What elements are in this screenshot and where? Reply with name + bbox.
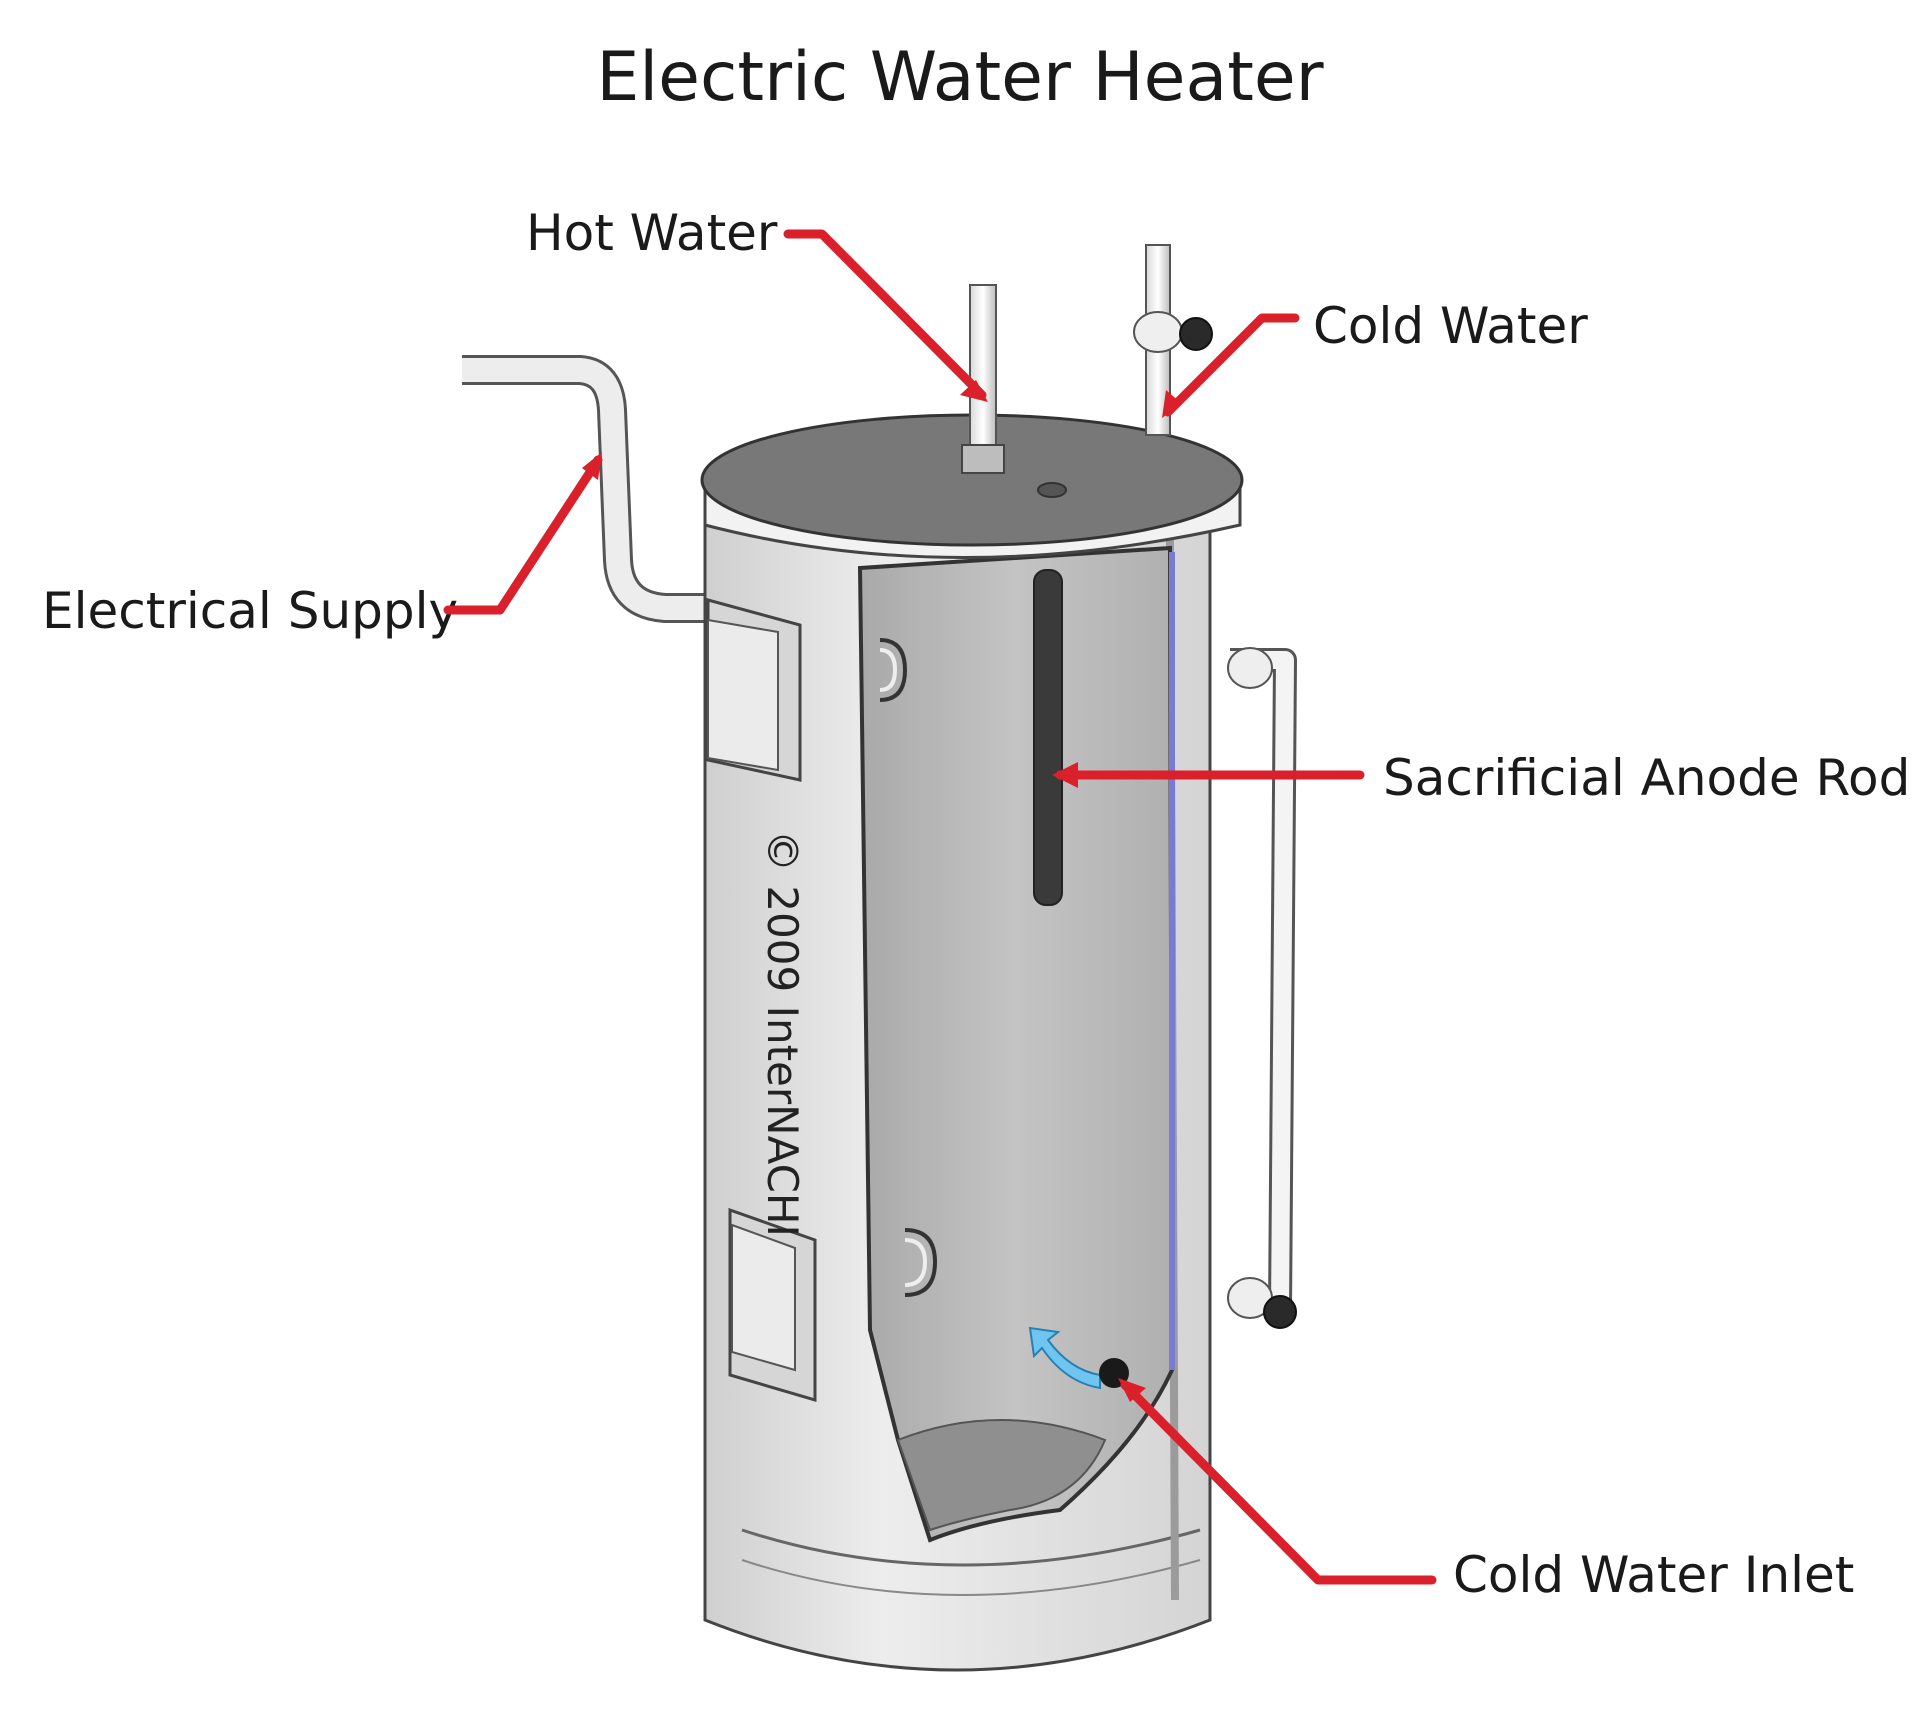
relief-pipe <box>1227 647 1297 1329</box>
lower-element-panel <box>728 1207 817 1403</box>
arrowhead-electrical-supply <box>582 452 602 480</box>
tank-lid <box>700 413 1244 559</box>
tank-cutaway-interior <box>857 545 1175 1543</box>
arrowhead-cold-water-inlet <box>1118 1378 1146 1402</box>
arrowhead-cold-water <box>1162 390 1182 418</box>
label-cold-water-inlet: Cold Water Inlet <box>1453 1546 1855 1604</box>
cold-water-pipe <box>1133 244 1213 436</box>
upper-element-panel <box>706 598 802 782</box>
hot-water-pipe <box>961 284 1005 474</box>
leader-cold-water <box>1163 313 1300 417</box>
leader-lines <box>443 229 1437 1585</box>
arrowhead-hot-water <box>960 380 988 402</box>
label-electrical-supply: Electrical Supply <box>42 582 459 640</box>
copyright-watermark: © 2009 InterNACHI <box>758 830 807 1237</box>
leader-electrical-supply <box>443 455 603 615</box>
label-anode-rod: Sacrificial Anode Rod <box>1383 749 1911 807</box>
anode-rod <box>1033 569 1063 906</box>
label-cold-water: Cold Water <box>1313 297 1588 355</box>
leader-arrowheads <box>582 380 1182 1402</box>
label-hot-water: Hot Water <box>526 204 778 262</box>
diagram-title: Electric Water Heater <box>596 38 1324 117</box>
electrical-conduit <box>462 355 705 623</box>
leader-hot-water <box>783 229 987 400</box>
arrowhead-anode-rod <box>1052 762 1078 788</box>
leader-cold-water-inlet <box>1120 1380 1437 1585</box>
